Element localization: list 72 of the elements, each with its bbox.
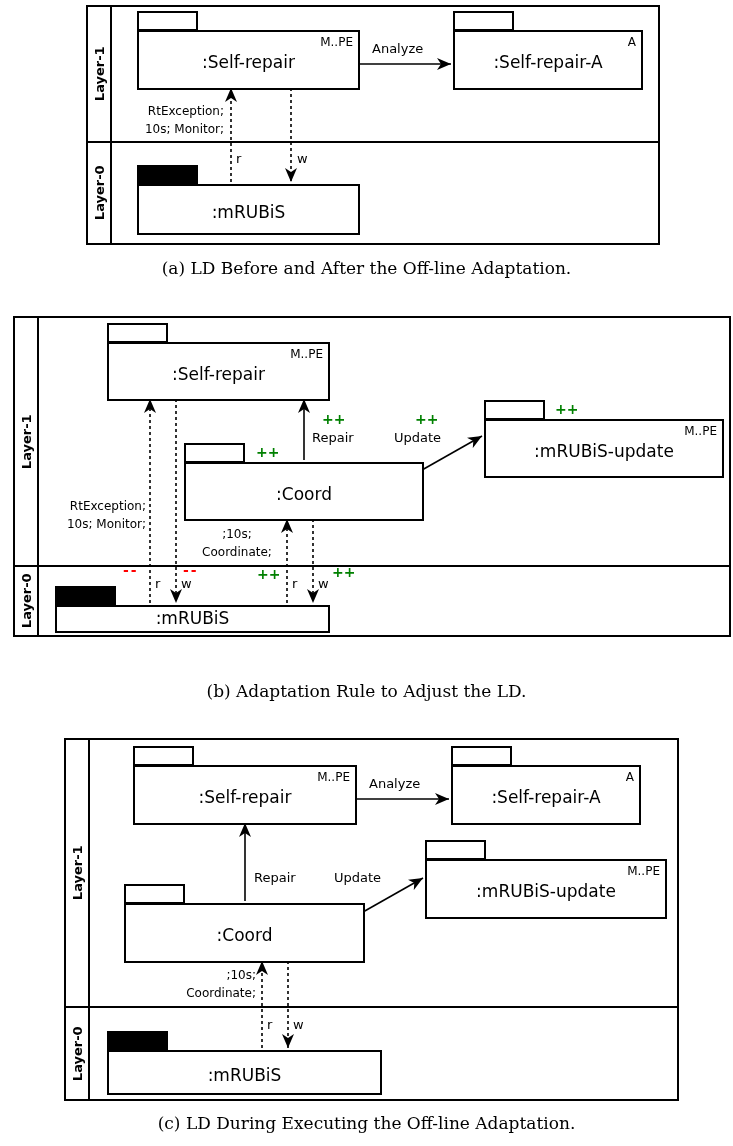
stereotype-label: A: [625, 769, 634, 786]
stereotype-label: M..PE: [317, 769, 350, 786]
stereotype-label: M..PE: [684, 423, 717, 440]
edge-label: w: [318, 577, 329, 590]
figure-caption: (a) LD Before and After the Off-line Adaptation.: [160, 257, 573, 280]
layer-label: Layer-1: [68, 845, 86, 901]
layer-label: Layer-1: [17, 414, 35, 469]
stereotype-label: A: [627, 34, 636, 51]
annotation-text: RtException; 10s; Monitor;: [65, 498, 146, 533]
stereotype-label: M..PE: [290, 346, 323, 363]
component-box: [484, 419, 724, 478]
layer-band: [64, 1008, 679, 1101]
removed-mark: --: [123, 563, 140, 577]
stereotype-label: M..PE: [627, 863, 660, 880]
removed-mark: --: [183, 563, 200, 577]
layer-label: Layer-1: [90, 46, 108, 102]
component-name: :Self-repair-A: [491, 787, 601, 809]
annotation-text: ;10s; Coordinate;: [185, 967, 256, 1002]
annotation-text: ;10s; Coordinate;: [201, 526, 273, 561]
layer-band: [13, 316, 731, 567]
layer-band: [86, 5, 660, 143]
layer-band: [86, 143, 660, 245]
added-mark: ++: [322, 412, 347, 426]
component-name: :Coord: [216, 925, 273, 947]
component-name: :Coord: [276, 483, 332, 506]
component-name: :mRUBiS-update: [476, 881, 616, 903]
edge-label: w: [297, 152, 308, 165]
added-mark: ++: [415, 412, 440, 426]
layer-band: [64, 738, 679, 1008]
component-box: [137, 184, 360, 235]
edge-label: r: [236, 152, 242, 165]
layer-band: [13, 567, 731, 637]
added-mark: ++: [257, 567, 282, 581]
component-box: [184, 462, 424, 521]
component-box: [107, 342, 330, 401]
added-mark: ++: [256, 443, 280, 462]
edge-label: r: [292, 577, 298, 590]
figure-caption: (c) LD During Executing the Off-line Adaptation.: [156, 1112, 577, 1135]
component-name: :mRUBiS: [211, 201, 286, 224]
added-mark: ++: [555, 400, 579, 419]
edge-label: Analyze: [372, 42, 424, 55]
layer-label: Layer-0: [17, 573, 35, 629]
component-box: [124, 903, 365, 963]
component-name: :mRUBiS: [155, 608, 230, 630]
component-box: [137, 30, 360, 90]
component-box: [451, 765, 641, 825]
edge-label: r: [267, 1018, 273, 1031]
component-box: [453, 30, 643, 90]
component-box: [133, 765, 357, 825]
component-name: :Self-repair: [198, 787, 292, 809]
edge-label: Update: [394, 431, 442, 444]
component-box: [425, 859, 667, 919]
layer-label: Layer-0: [90, 165, 108, 221]
component-name: :Self-repair-A: [493, 52, 603, 74]
edge-label: r: [155, 577, 161, 590]
annotation-text: RtException; 10s; Monitor;: [143, 103, 224, 138]
edge-label: Update: [334, 871, 382, 884]
stereotype-label: M..PE: [320, 34, 353, 51]
added-mark: ++: [332, 565, 357, 579]
component-name: :mRUBiS: [207, 1064, 282, 1087]
edge-label: w: [181, 577, 192, 590]
edge-label: Analyze: [369, 777, 421, 790]
component-name: :Self-repair: [172, 363, 265, 386]
component-name: :Self-repair: [202, 52, 295, 74]
component-box: [55, 605, 330, 633]
edge-label: w: [293, 1018, 304, 1031]
edge-label: Repair: [312, 431, 354, 444]
figure-caption: (b) Adaptation Rule to Adjust the LD.: [205, 680, 528, 703]
component-name: :mRUBiS-update: [534, 440, 674, 463]
component-box: [107, 1050, 382, 1095]
layer-label: Layer-0: [68, 1026, 86, 1081]
edge-label: Repair: [254, 871, 296, 884]
